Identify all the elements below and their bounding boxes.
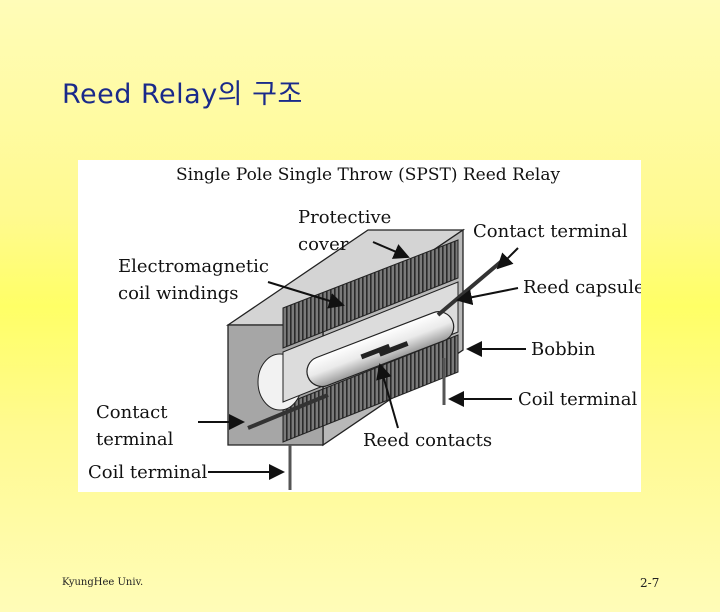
coil-windings-top (282, 239, 459, 349)
slide-title: Reed Relay의 구조 (62, 79, 303, 110)
figure-heading: Single Pole Single Throw (SPST) Reed Rel… (176, 165, 560, 185)
label-coil-terminal-right: Coil terminal (518, 389, 637, 410)
contact-lead-right (436, 258, 505, 317)
arrow-reed-capsule (456, 287, 519, 306)
arrow-coil-windings (267, 281, 345, 309)
footer-page-number: 2-7 (640, 576, 660, 590)
arrow-protective-cover (372, 241, 410, 259)
arrow-contact-terminal-top (496, 247, 519, 270)
label-electromagnetic-1: Electromagnetic (118, 256, 269, 277)
label-contact-terminal-left-1: Contact (96, 402, 168, 423)
label-reed-capsule: Reed capsule (523, 277, 641, 298)
label-bobbin: Bobbin (531, 339, 596, 360)
label-protective-cover-2: cover (298, 234, 349, 255)
contact-lead-left (247, 393, 329, 430)
label-coil-terminal-left: Coil terminal (88, 462, 207, 483)
reed-relay-diagram: Single Pole Single Throw (SPST) Reed Rel… (78, 160, 641, 492)
label-contact-terminal-left-2: terminal (96, 429, 174, 450)
reed-relay-illustration: Single Pole Single Throw (SPST) Reed Rel… (88, 165, 641, 490)
arrow-reed-contacts (376, 363, 399, 429)
label-protective-cover-1: Protective (298, 207, 391, 228)
label-reed-contacts: Reed contacts (363, 430, 492, 451)
label-contact-terminal-top: Contact terminal (473, 221, 628, 242)
label-electromagnetic-2: coil windings (118, 283, 239, 304)
footer-university: KyungHee Univ. (62, 577, 144, 588)
